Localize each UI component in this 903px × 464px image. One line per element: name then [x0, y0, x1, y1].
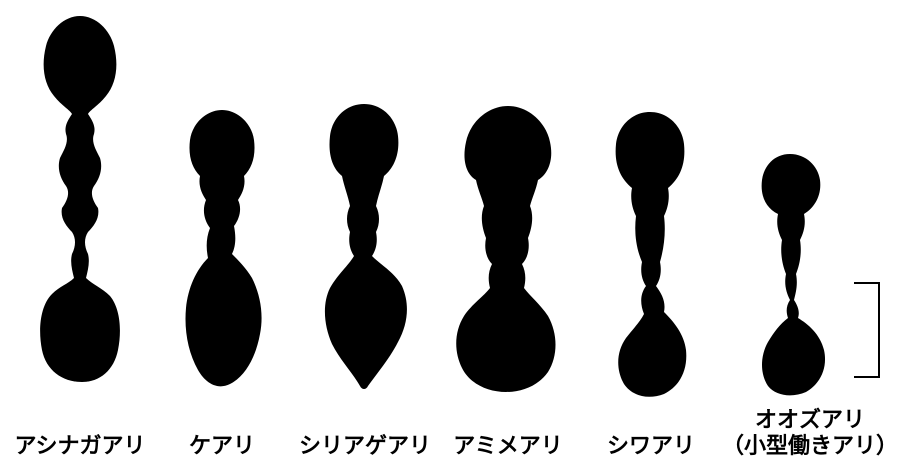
label-shiriage: シリアゲアリ — [299, 434, 431, 460]
scale-bar — [854, 283, 879, 377]
label-shiwa: シワアリ — [607, 434, 695, 460]
ant-silhouette-shiwa — [616, 112, 687, 397]
ant-silhouette-kearie — [186, 110, 262, 386]
ant-silhouette-amime — [456, 106, 555, 392]
ant-silhouette-ashinaga — [40, 16, 120, 382]
ant-silhouette-oozu — [762, 154, 825, 395]
label-ashinaga: アシナガアリ — [14, 434, 145, 460]
ant-silhouette-shiriage — [325, 104, 407, 389]
label-amime: アミメアリ — [453, 434, 563, 460]
label-oozu-sub: （小型働きアリ） — [722, 434, 898, 460]
label-kearie: ケアリ — [189, 434, 255, 460]
label-oozu: オオズアリ — [755, 408, 865, 434]
